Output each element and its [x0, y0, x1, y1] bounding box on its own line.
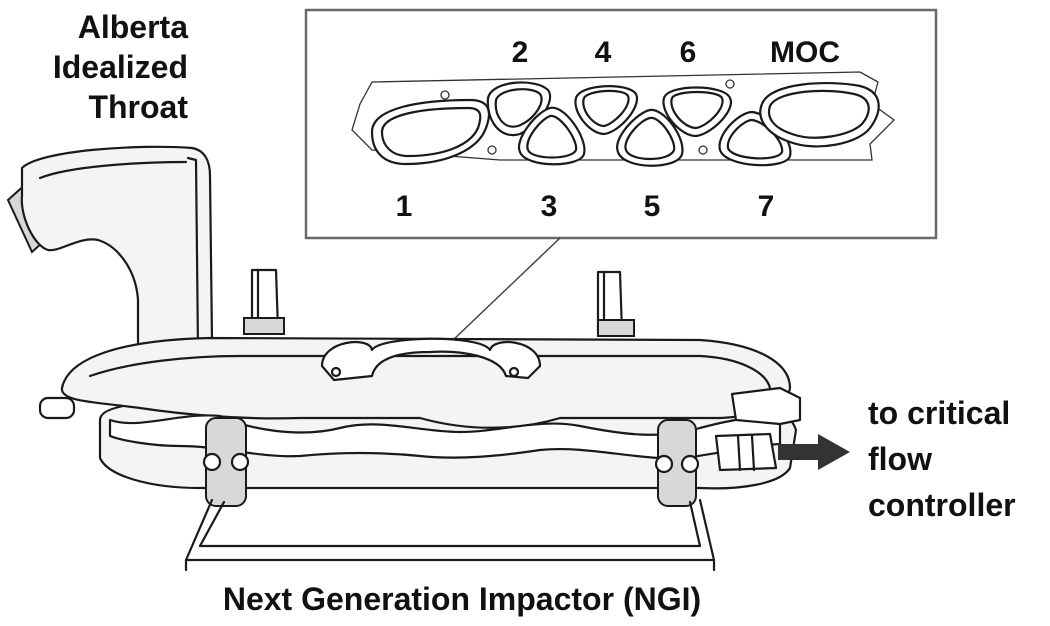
arrow-shaft [778, 444, 820, 460]
lid-inner-edge [88, 354, 772, 390]
tray-hole [698, 145, 708, 155]
cup-label-1: 1 [396, 190, 413, 223]
rear-clip-right [597, 319, 635, 337]
cup-moc [759, 82, 880, 148]
cup-6 [662, 86, 733, 138]
cup-1 [370, 98, 490, 166]
cup-5 [616, 108, 684, 167]
tray-plate [351, 71, 895, 161]
stand-inner [198, 500, 702, 548]
tray-hole [487, 145, 497, 155]
tray-hole [440, 90, 450, 100]
throat-top-edge [38, 160, 188, 180]
clamp-left [202, 417, 250, 507]
flow-arrow [778, 434, 850, 470]
handle-screw [508, 366, 520, 378]
flow-label-line3: controller [868, 487, 1016, 523]
outlet-pipe [714, 432, 778, 472]
right-outlet-block [730, 386, 802, 426]
flow-label-line1: to critical [868, 395, 1010, 431]
rear-clip-left [243, 317, 285, 335]
ngi-body [38, 268, 802, 572]
handle-screw [330, 366, 342, 378]
stand-frame [184, 498, 716, 562]
cup-4 [574, 85, 639, 136]
cup-label-3: 3 [541, 190, 558, 223]
left-knob [38, 396, 76, 420]
throat-edge [186, 156, 200, 352]
lid-handle [320, 337, 542, 382]
tray-hole [725, 79, 735, 89]
flow-label-line2: flow [868, 441, 932, 477]
cup-tray-inset: 2 4 6 MOC 1 3 5 7 [304, 8, 938, 240]
cup-3 [517, 106, 586, 166]
cup-label-2: 2 [512, 36, 529, 69]
cup-label-4: 4 [595, 36, 612, 69]
clamp-right [654, 419, 700, 507]
impactor-lid [60, 336, 792, 429]
throat-label-line2: Idealized [53, 49, 188, 85]
arrow-head [818, 434, 850, 470]
cup-label-7: 7 [758, 190, 775, 223]
cup-label-5: 5 [644, 190, 661, 223]
cup-label-6: 6 [680, 36, 697, 69]
diagram-caption: Next Generation Impactor (NGI) [223, 581, 701, 617]
cup-label-moc: MOC [770, 36, 840, 69]
throat-label-line1: Alberta [78, 9, 188, 45]
throat-label-line3: Throat [88, 89, 188, 125]
